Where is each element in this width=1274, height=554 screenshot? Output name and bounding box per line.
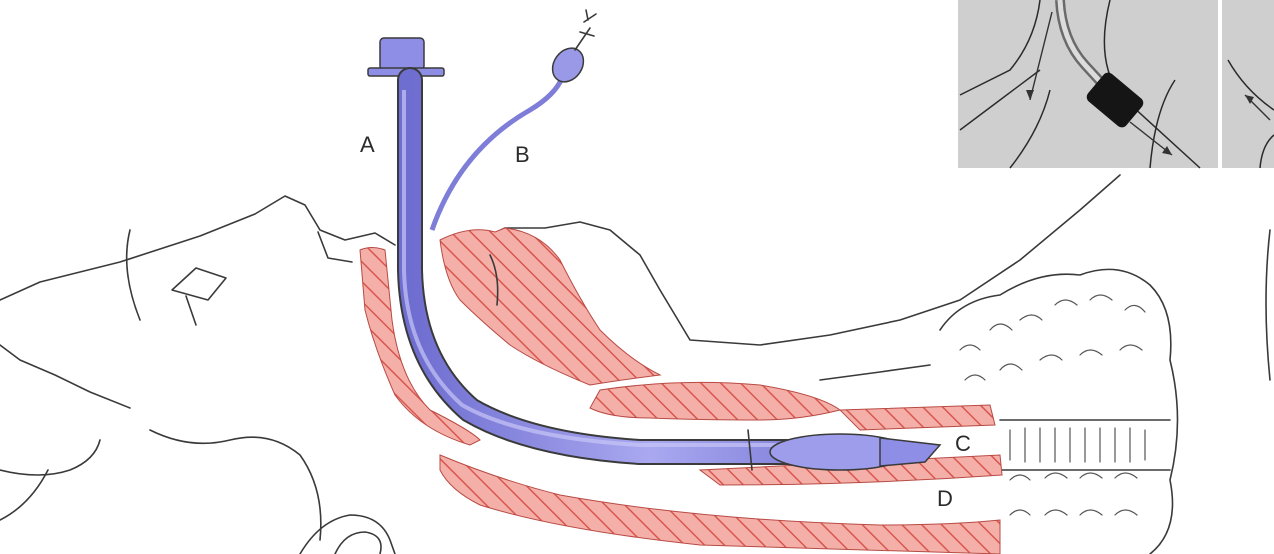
- pilot-balloon: [432, 10, 596, 230]
- label-a: A: [360, 132, 375, 157]
- inset-photo: [958, 0, 1274, 168]
- label-c: C: [955, 431, 971, 456]
- lung-structure: [940, 230, 1270, 554]
- label-d: D: [937, 486, 953, 511]
- label-b: B: [515, 142, 530, 167]
